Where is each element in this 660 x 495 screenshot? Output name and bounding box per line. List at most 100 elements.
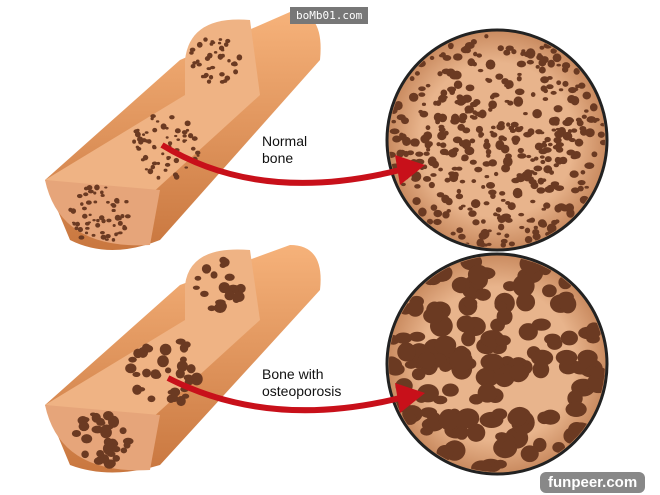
pore xyxy=(166,394,176,403)
pore xyxy=(490,132,498,138)
pore xyxy=(439,142,447,148)
pore xyxy=(115,232,120,235)
pore xyxy=(585,128,595,138)
pore xyxy=(540,76,549,84)
pore xyxy=(438,408,459,431)
pore xyxy=(527,128,535,136)
pore xyxy=(467,207,473,211)
pore xyxy=(433,209,443,218)
pore xyxy=(444,177,451,183)
pore xyxy=(438,167,443,172)
label-normal-bone: Normal bone xyxy=(262,133,308,166)
pore xyxy=(485,149,492,155)
pore xyxy=(80,202,84,206)
pore xyxy=(547,59,555,68)
pore xyxy=(173,174,180,180)
pore xyxy=(578,82,586,89)
pore xyxy=(557,145,562,150)
pore xyxy=(190,63,196,69)
pore xyxy=(403,413,417,425)
pore xyxy=(225,38,231,44)
pore xyxy=(451,278,466,293)
pore xyxy=(530,199,536,204)
pore xyxy=(533,156,539,161)
pore xyxy=(568,87,577,94)
pore xyxy=(569,170,579,178)
arrow-osteoporosis xyxy=(166,375,425,414)
pore xyxy=(159,343,172,356)
pore xyxy=(183,341,191,348)
pore xyxy=(190,146,196,151)
pore xyxy=(522,171,528,176)
pore xyxy=(486,78,493,83)
pore xyxy=(542,97,549,102)
pore xyxy=(392,135,402,143)
pore xyxy=(457,123,466,131)
pore xyxy=(191,136,198,141)
pore xyxy=(166,156,170,161)
pore xyxy=(469,149,474,155)
pore xyxy=(483,141,491,150)
pore xyxy=(544,333,561,345)
pore xyxy=(477,68,484,73)
pore xyxy=(480,219,486,224)
pore xyxy=(566,208,575,218)
pore xyxy=(540,142,548,148)
pore xyxy=(83,192,89,197)
pore xyxy=(530,92,536,97)
pore xyxy=(544,136,551,143)
pore xyxy=(184,166,189,169)
pore xyxy=(460,204,466,208)
pore xyxy=(71,430,82,438)
pore xyxy=(426,412,441,423)
pore xyxy=(539,155,545,159)
pore xyxy=(487,229,492,233)
pore xyxy=(215,299,226,306)
pore xyxy=(488,107,493,112)
pore xyxy=(533,165,543,172)
pore xyxy=(504,233,510,238)
pore xyxy=(507,409,528,427)
pore xyxy=(100,234,107,240)
pore xyxy=(543,165,553,174)
pore xyxy=(537,53,542,57)
pore xyxy=(453,80,463,89)
pore xyxy=(477,383,498,403)
pore xyxy=(227,58,231,63)
pore xyxy=(405,139,412,144)
pore xyxy=(100,454,110,464)
pore xyxy=(406,150,415,156)
pore xyxy=(530,158,536,162)
pore xyxy=(142,368,151,378)
pore xyxy=(533,225,538,230)
pore xyxy=(161,152,165,156)
pore xyxy=(409,331,426,342)
pore xyxy=(541,207,547,211)
pore xyxy=(546,84,554,90)
pore xyxy=(571,187,580,194)
pore xyxy=(555,127,561,131)
pore xyxy=(478,109,487,119)
pore xyxy=(556,80,562,86)
pore xyxy=(410,138,420,147)
pore xyxy=(401,117,409,125)
pore xyxy=(500,242,507,248)
pore xyxy=(81,434,93,444)
pore xyxy=(461,331,476,347)
pore xyxy=(438,127,446,133)
pore xyxy=(514,126,523,133)
pore xyxy=(389,128,400,135)
pore xyxy=(420,426,433,436)
pore xyxy=(509,364,528,381)
pore xyxy=(480,353,504,371)
pore xyxy=(439,361,452,372)
pore xyxy=(418,86,426,92)
pore xyxy=(125,363,137,374)
pore xyxy=(579,125,587,132)
pore xyxy=(443,95,448,99)
pore xyxy=(455,166,463,171)
pore xyxy=(465,84,475,92)
pore xyxy=(209,65,216,70)
pore xyxy=(455,426,469,440)
pore xyxy=(122,224,126,229)
